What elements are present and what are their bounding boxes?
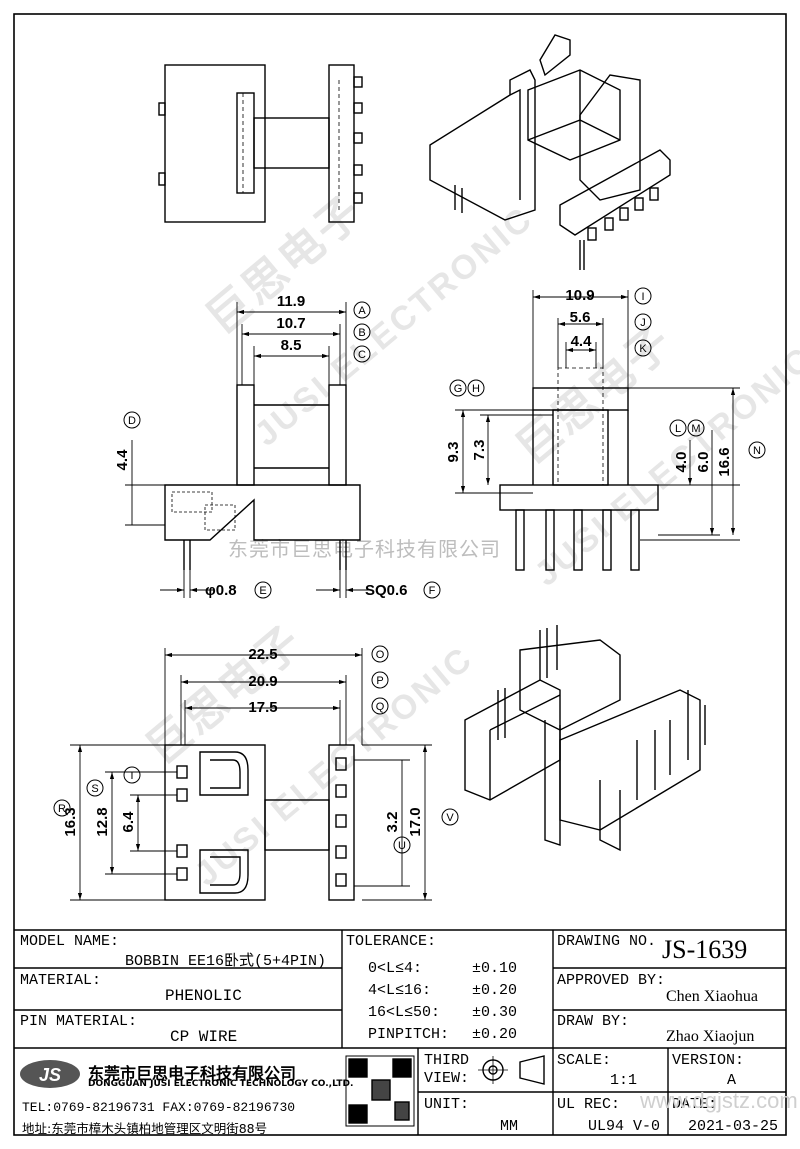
label-a: A	[358, 305, 366, 317]
ul-rec: UL94 V-0	[588, 1118, 661, 1135]
label-n: N	[753, 445, 761, 457]
approved-by-label: APPROVED BY:	[557, 972, 666, 989]
tol-range: 16<L≤50:	[368, 1004, 441, 1021]
draw-by-label: DRAW BY:	[557, 1013, 630, 1030]
watermark-company: 东莞市巨思电子科技有限公司	[228, 537, 501, 561]
third-view-label: VIEW:	[424, 1070, 470, 1087]
label-p: P	[376, 675, 383, 687]
label-h: H	[472, 383, 480, 395]
dim-c: 8.5	[281, 337, 302, 354]
drawing-no: JS-1639	[662, 935, 748, 964]
dim-e: φ0.8	[205, 582, 237, 599]
label-j: J	[640, 317, 646, 329]
dim-s: 12.8	[94, 807, 111, 836]
dim-f: SQ0.6	[365, 582, 408, 599]
unit-label: UNIT:	[424, 1096, 470, 1113]
label-v: V	[446, 812, 454, 824]
dim-t: 6.4	[120, 811, 137, 833]
label-m: M	[691, 423, 700, 435]
dim-u: 3.2	[384, 812, 401, 833]
third-view-label: THIRD	[424, 1052, 470, 1069]
label-u: U	[398, 840, 406, 852]
tol-range: 0<L≤4:	[368, 960, 423, 977]
company-name-en: DONGGUAN JUSI ELECTRONIC TECHNOLOGY CO.,…	[88, 1079, 354, 1089]
model-name-label: MODEL NAME:	[20, 933, 120, 950]
svg-text:JS: JS	[39, 1065, 61, 1085]
pin-material-label: PIN MATERIAL:	[20, 1013, 138, 1030]
label-o: O	[376, 649, 385, 661]
pin-material: CP WIRE	[170, 1028, 238, 1046]
label-g: G	[454, 383, 463, 395]
tol-value: ±0.20	[472, 982, 518, 999]
dim-q: 17.5	[248, 699, 277, 716]
dim-k: 4.4	[571, 333, 593, 350]
dim-j: 5.6	[570, 309, 591, 326]
ul-rec-label: UL REC:	[557, 1096, 621, 1113]
date: 2021-03-25	[688, 1118, 779, 1135]
dim-h2: 7.3	[471, 440, 488, 461]
company-logo: JS	[20, 1060, 80, 1088]
tol-range: 4<L≤16:	[368, 982, 432, 999]
material-label: MATERIAL:	[20, 972, 102, 989]
dim-gh: 9.3	[445, 442, 462, 463]
drawing-no-label: DRAWING NO.	[557, 933, 657, 950]
label-c: C	[358, 349, 366, 361]
material: PHENOLIC	[165, 987, 242, 1005]
scale-label: SCALE:	[557, 1052, 612, 1069]
dim-p: 20.9	[248, 673, 277, 690]
company-name-cn: 东莞市巨思电子科技有限公司	[88, 1064, 297, 1083]
version: A	[727, 1072, 737, 1089]
tolerance-label: TOLERANCE:	[346, 933, 437, 950]
label-f: F	[429, 585, 436, 597]
dim-o: 22.5	[248, 646, 277, 663]
label-q: Q	[376, 701, 385, 713]
label-s: S	[91, 783, 98, 795]
label-d: D	[128, 415, 136, 427]
dim-i: 10.9	[565, 287, 594, 304]
label-l: L	[675, 423, 681, 435]
tol-range: PINPITCH:	[368, 1026, 450, 1043]
draw-by: Zhao Xiaojun	[666, 1028, 755, 1045]
version-label: VERSION:	[672, 1052, 745, 1069]
tol-value: ±0.10	[472, 960, 518, 977]
scale: 1:1	[610, 1072, 638, 1089]
label-i: I	[641, 291, 644, 303]
company-tel: TEL:0769-82196731 FAX:0769-82196730	[22, 1100, 296, 1115]
dim-n: 16.6	[716, 447, 733, 476]
label-k: K	[639, 343, 647, 355]
label-b: B	[358, 327, 365, 339]
dim-lm: 4.0	[673, 452, 690, 473]
company-address: 地址:东莞市樟木头镇柏地管理区文明街88号	[22, 1121, 268, 1136]
watermark-site: www.dgjstz.com	[640, 1088, 798, 1113]
dim-d: 4.4	[114, 449, 131, 471]
date-label: DATE:	[672, 1096, 718, 1113]
label-t: T	[129, 770, 136, 782]
tol-value: ±0.20	[472, 1026, 518, 1043]
unit: MM	[500, 1118, 519, 1135]
label-r: R	[58, 803, 66, 815]
label-e: E	[259, 585, 266, 597]
approved-by: Chen Xiaohua	[666, 988, 758, 1005]
dim-m2: 6.0	[695, 452, 712, 473]
dim-a: 11.9	[277, 293, 305, 310]
dim-v: 17.0	[407, 807, 424, 836]
model-name: BOBBIN EE16卧式(5+4PIN)	[125, 953, 327, 970]
tol-value: ±0.30	[472, 1004, 518, 1021]
dim-b: 10.7	[276, 315, 305, 332]
